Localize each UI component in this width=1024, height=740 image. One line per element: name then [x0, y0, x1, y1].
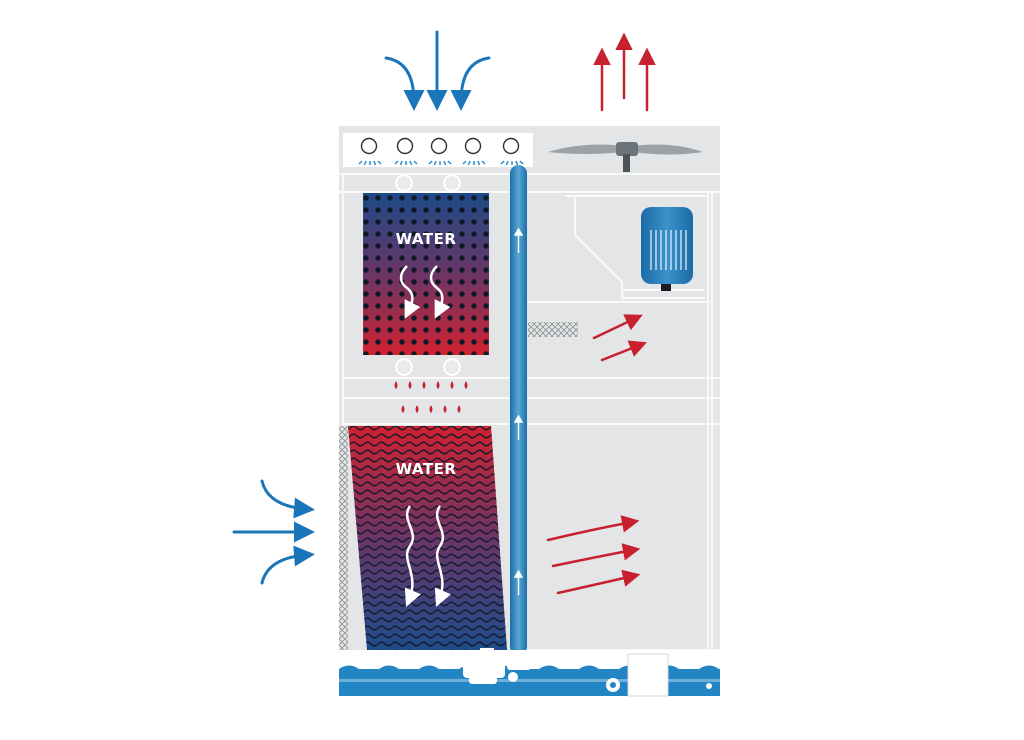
pump-icon [463, 648, 531, 684]
lower-fill-label: WATER [396, 460, 457, 478]
cold-air-inlet-arrows-top [384, 30, 491, 111]
riser-pipe [510, 165, 527, 655]
lower-fill-media [348, 426, 507, 650]
hot-air-flow-arrows [546, 314, 647, 595]
upper-fill-label: WATER [396, 230, 457, 248]
lower-water-flow-arrows [404, 505, 451, 607]
header-pipe-circles [395, 174, 461, 376]
spray-nozzle-icon [358, 137, 382, 166]
water-droplets [394, 381, 468, 413]
fan-icon [548, 142, 703, 172]
cold-air-inlet-arrows-side [232, 479, 315, 585]
spray-nozzle-icon [462, 137, 486, 166]
spray-nozzle-icon [394, 137, 418, 166]
motor-icon [641, 207, 693, 291]
spray-nozzle-bar [343, 133, 533, 167]
spray-nozzle-icon [500, 137, 524, 166]
air-inlet-louver [339, 426, 348, 650]
upper-water-flow-arrows [399, 265, 451, 319]
drift-eliminator [528, 322, 578, 337]
hot-air-exhaust-arrows [593, 32, 656, 112]
spray-nozzle-icon [428, 137, 452, 166]
upper-heat-exchanger [363, 193, 489, 355]
